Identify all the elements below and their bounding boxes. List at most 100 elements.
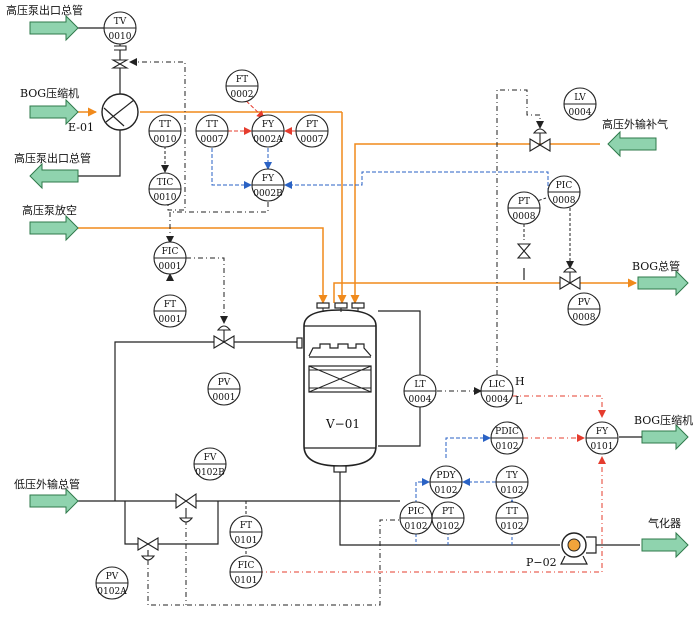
label-lic-high: H: [515, 375, 525, 388]
lic-to-lv-signal: [496, 89, 544, 375]
instrument-fy0002b: FY 0002B: [251, 168, 285, 202]
instrument-function: FY: [262, 174, 275, 184]
pic-to-pdy: [415, 478, 430, 516]
instrument-number: 0010: [109, 32, 132, 42]
instrument-number: 0002A: [253, 135, 283, 145]
instrument-number: 0102A: [97, 587, 127, 597]
instrument-function: TV: [114, 17, 127, 27]
bypass-loop: [124, 501, 219, 545]
label-hp-export-makeup: 高压外输补气: [602, 117, 668, 131]
instrument-number: 0004: [486, 395, 509, 405]
instrument-number: 0010: [154, 135, 177, 145]
label-hp-pump-outlet-in: 高压泵出口总管: [6, 3, 83, 17]
instrument-number: 0008: [553, 196, 576, 206]
arrow-vaporizer: [641, 531, 689, 559]
arrow-bog-comp-out: [641, 423, 689, 451]
instrument-function: PDY: [436, 471, 456, 481]
valve-tv0010: [110, 45, 130, 69]
instrument-function: PDIC: [495, 427, 519, 437]
instrument-function: FT: [164, 300, 176, 310]
arrow-bog-in: [29, 98, 79, 126]
label-lic-low: L: [515, 394, 523, 407]
instrument-function: PT: [518, 197, 530, 207]
instrument-number: 0101: [591, 442, 614, 452]
instrument-number: 0102: [501, 522, 524, 532]
heat-exchanger-e01: [101, 93, 139, 131]
valve-pv0008: [559, 267, 581, 290]
pump-tag: P−02: [526, 556, 557, 569]
lic-to-fy0101: [512, 395, 606, 418]
instrument-function: LIC: [489, 380, 506, 390]
instrument-tt0102: TT 0102: [495, 501, 529, 535]
label-bog-compressor-out: BOG压缩机: [634, 413, 693, 427]
arrow-hp-outlet-in: [29, 14, 79, 42]
instrument-function: PIC: [408, 507, 425, 517]
lp-header-riser: [114, 341, 300, 501]
instrument-function: TIC: [157, 178, 174, 188]
instrument-function: FIC: [162, 247, 179, 257]
vessel-tag: V−01: [325, 417, 360, 431]
valve-pv0001: [213, 325, 235, 349]
instrument-tt0010: TT 0010: [148, 114, 182, 148]
instrument-number: 0002B: [253, 189, 283, 199]
fic0101-to-valves: [147, 519, 400, 606]
instrument-function: TT: [206, 120, 218, 130]
makeup-gas-line: [350, 143, 600, 304]
arrow-hp-outlet-out: [29, 162, 79, 190]
arrow-hp-vent: [29, 214, 79, 242]
label-bog-header: BOG总管: [632, 259, 680, 273]
instrument-pic0008: PIC 0008: [547, 175, 581, 209]
instrument-number: 0102: [435, 486, 458, 496]
fic0101-to-fy0101: [258, 456, 606, 573]
label-bog-compressor-in: BOG压缩机: [20, 86, 79, 100]
instrument-number: 0102B: [195, 468, 225, 478]
instrument-function: PV: [578, 298, 591, 308]
instrument-function: FT: [236, 75, 248, 85]
valve-fv0102b: [175, 492, 197, 523]
instrument-function: PIC: [556, 181, 573, 191]
instrument-tic0010: TIC 0010: [148, 172, 182, 206]
instrument-number: 0004: [409, 395, 432, 405]
instrument-function: TY: [506, 471, 519, 481]
instrument-function: PT: [442, 507, 454, 517]
arrow-lp-export: [29, 487, 79, 515]
instrument-number: 0001: [159, 315, 182, 325]
instrument-number: 0102: [501, 486, 524, 496]
instrument-function: LT: [414, 380, 425, 390]
instrument-function: FIC: [238, 561, 255, 571]
instrument-number: 0102: [437, 522, 460, 532]
valve-lv0004: [529, 128, 551, 152]
instrument-number: 0010: [154, 193, 177, 203]
instrument-function: TT: [159, 120, 171, 130]
instrument-bubbles: TV0010TT0010TIC0010FT0002TT0007FY0002APT…: [95, 11, 619, 600]
pic0008-to-fyb: [284, 171, 549, 192]
tt0007-to-fyb: [211, 148, 252, 189]
valves: [110, 45, 581, 561]
instrument-lic0004: LIC 0004: [480, 374, 514, 408]
instrument-number: 0001: [213, 393, 236, 403]
instrument-pv0008: PV 0008: [567, 292, 601, 326]
label-lp-export-header: 低压外输总管: [14, 477, 80, 491]
tic-to-tv-signal: [129, 58, 186, 211]
signal-lines: [129, 58, 606, 606]
instrument-number: 0007: [301, 135, 324, 145]
instrument-tv0010: TV 0010: [103, 11, 137, 45]
label-hp-pump-outlet-out: 高压泵出口总管: [14, 151, 91, 165]
arrow-makeup: [607, 130, 657, 158]
instrument-number: 0008: [573, 313, 596, 323]
instrument-function: FT: [240, 521, 252, 531]
instrument-function: TT: [506, 507, 518, 517]
